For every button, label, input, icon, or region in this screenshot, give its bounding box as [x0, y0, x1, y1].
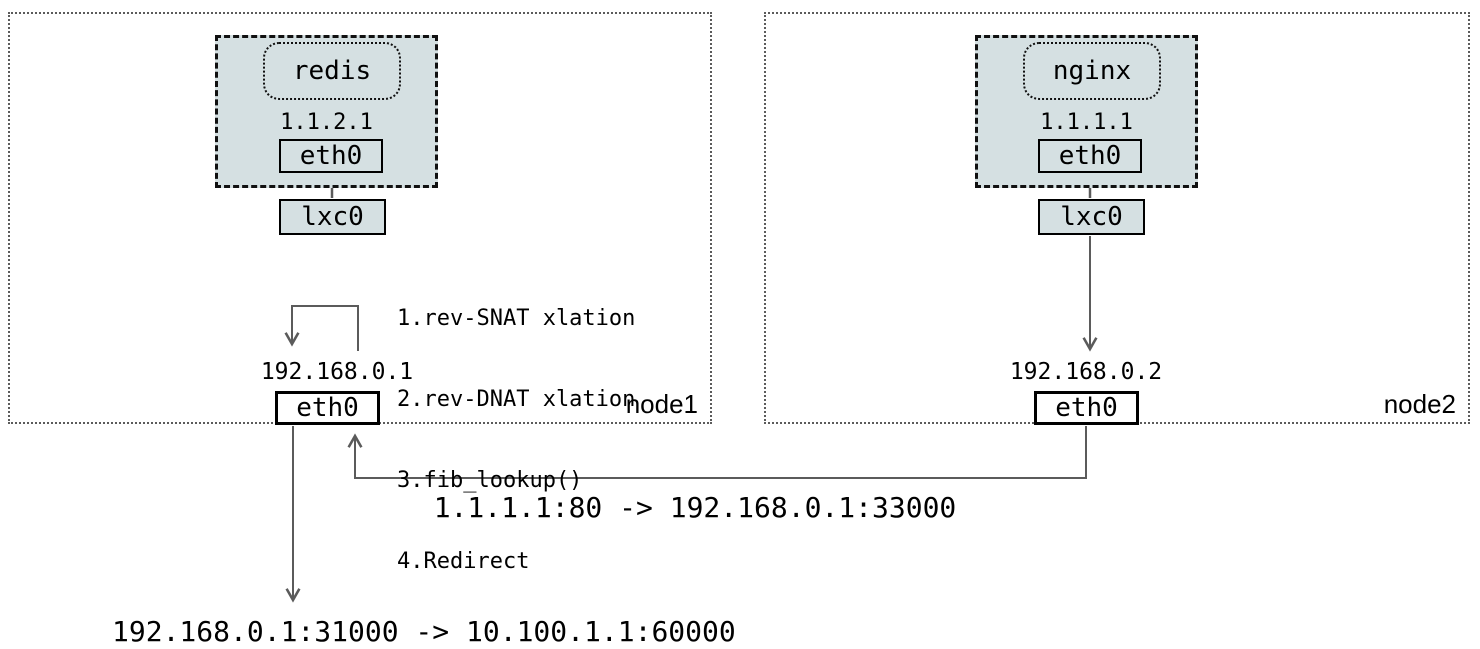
node1-lxc0-box: lxc0 [279, 199, 386, 235]
step-3: 3.fib_lookup() [397, 468, 583, 493]
node1-host-ip: 192.168.0.1 [260, 359, 414, 385]
node2-container-ip: 1.1.1.1 [1040, 110, 1133, 135]
node2-app-nginx: nginx [1023, 42, 1161, 100]
node2-container-eth0-box: eth0 [1038, 139, 1142, 173]
egress-flow-label: 192.168.0.1:31000 -> 10.100.1.1:60000 [112, 615, 736, 648]
reply-flow-label: 1.1.1.1:80 -> 192.168.0.1:33000 [433, 491, 957, 524]
node2-label: node2 [1383, 389, 1456, 419]
node1-app-label: redis [292, 56, 372, 86]
step-2: 2.rev-DNAT xlation [397, 387, 636, 412]
node2-app-label: nginx [1052, 56, 1132, 86]
node2-host-eth0-box: eth0 [1034, 391, 1139, 425]
node1-label: node1 [625, 389, 698, 419]
node2-host-ip: 192.168.0.2 [1009, 359, 1163, 385]
node1-container-ip: 1.1.2.1 [280, 110, 373, 135]
node1-processing-steps: 1.rev-SNAT xlation 2.rev-DNAT xlation 3.… [397, 251, 635, 629]
node1-host-eth0-box: eth0 [275, 391, 380, 425]
step-4: 4.Redirect [397, 549, 530, 574]
node1-app-redis: redis [263, 42, 401, 100]
node1-container-eth0-box: eth0 [279, 139, 383, 173]
step-1: 1.rev-SNAT xlation [397, 306, 636, 331]
node2-lxc0-box: lxc0 [1038, 199, 1145, 235]
